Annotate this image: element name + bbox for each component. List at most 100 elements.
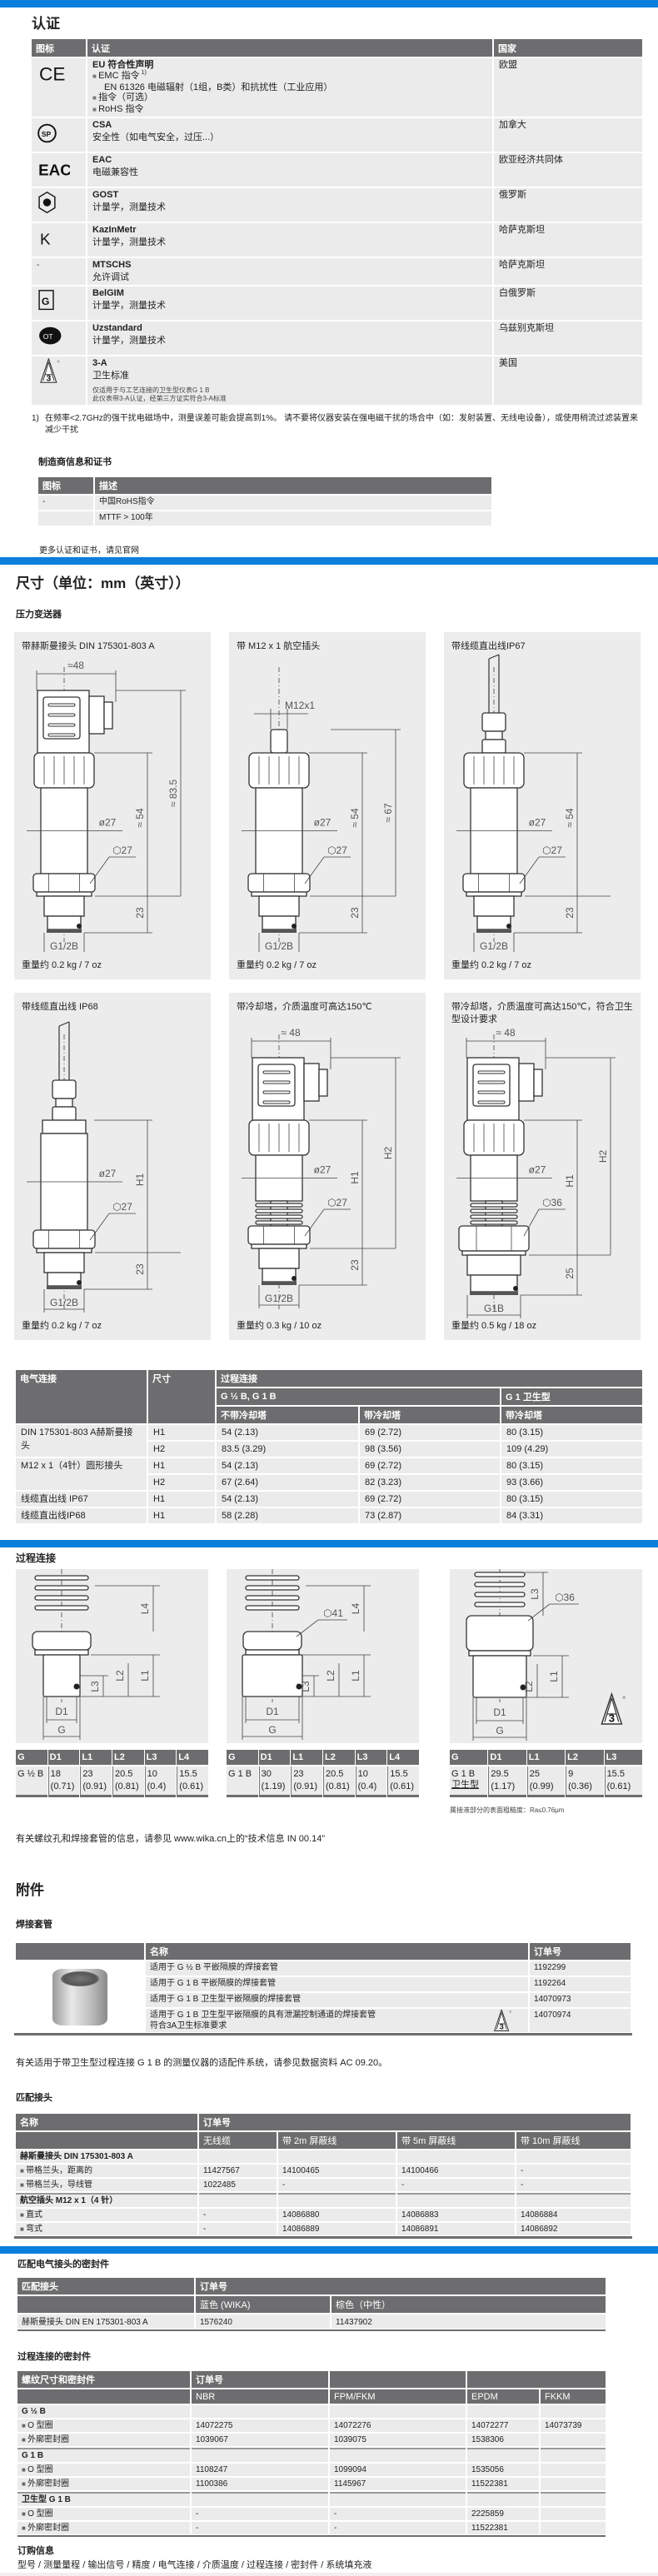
dimension-label: L3 <box>300 1681 312 1692</box>
connector-slot <box>47 733 76 737</box>
letter-a <box>496 2012 507 2030</box>
dimension-label: ≈ 54 <box>349 808 361 828</box>
dimension-label: G <box>57 1724 65 1736</box>
dimension-label: L2 <box>523 1681 535 1692</box>
hex-nut <box>247 873 311 893</box>
group-name: G 1 B <box>17 2448 190 2462</box>
connector-slot <box>477 1090 506 1094</box>
order-number: 14073739 <box>541 2419 606 2432</box>
dimension-label: L1 <box>350 1670 361 1682</box>
empty-cell <box>541 2448 606 2462</box>
cert-name: CSA <box>92 120 112 130</box>
dim-cell: 10(0.4) <box>355 1766 387 1797</box>
cable <box>488 654 500 713</box>
roughness-note: 属接液部分的表面粗糙度：Ra≤0.76μm <box>450 1806 565 1814</box>
col-electrical: 电气连接 <box>16 1370 147 1423</box>
dimension-label: D1 <box>493 1707 506 1718</box>
frame <box>38 290 54 311</box>
dimension-label: ø27 <box>314 817 331 829</box>
dimension-label: L3 <box>89 1681 101 1692</box>
hex-nut <box>32 1631 92 1651</box>
dimension-label: 23 <box>349 1259 361 1271</box>
gland-neck <box>55 1098 73 1108</box>
dimension-key: H2 <box>148 1442 215 1457</box>
csa-mark-icon: SP <box>37 123 57 143</box>
cert-icon-cell <box>32 188 86 222</box>
dimension-label: G1/2B <box>480 940 508 952</box>
seal-ring <box>245 1649 300 1656</box>
letter-a <box>604 1697 620 1722</box>
empty-cell <box>541 2492 606 2506</box>
order-number: 14070973 <box>530 1993 631 2007</box>
seal-ring <box>466 891 522 897</box>
order-number: 14086889 <box>278 2223 396 2235</box>
dimension-label: D1 <box>55 1706 68 1717</box>
section-divider <box>0 557 658 565</box>
cooling-fin <box>245 1605 300 1611</box>
o-ring-section <box>513 1286 518 1291</box>
cert-desc-cell: EU 符合性声明EMC 指令1)EN 61326 电磁辐射（1组，B类）和抗扰性… <box>87 58 492 117</box>
dimension-label: D1 <box>266 1706 279 1717</box>
cert-desc: 计量学，测量技术 <box>92 237 166 247</box>
seal-ring <box>36 891 92 897</box>
dimension-label: ≈ 48 <box>281 1027 301 1039</box>
seal-proc-title: 过程连接的密封件 <box>17 2352 91 2362</box>
o-ring-section <box>77 1280 82 1285</box>
footnote-mark: 1) <box>32 414 39 423</box>
col-no-cable: 无线缆 <box>199 2132 277 2149</box>
weight-label: 重量约 0.3 kg / 10 oz <box>237 1321 322 1331</box>
cert-desc: 计量学，测量技术 <box>92 301 166 311</box>
seal-ring <box>36 1248 92 1253</box>
col-image <box>16 1943 144 1960</box>
connector-slot <box>477 1070 506 1074</box>
gland-nut <box>52 1106 77 1121</box>
thread <box>472 1655 527 1698</box>
thread <box>43 895 85 917</box>
dimension-label: ø27 <box>314 1164 331 1176</box>
manufacturer-table: 图标描述 -中国RoHS指令 MTTF > 100年 <box>37 476 493 527</box>
connector-slot <box>477 1100 506 1104</box>
col-epdm: EPDM <box>467 2389 539 2404</box>
col-l2: L2 <box>112 1750 144 1765</box>
digit-3: 3 <box>500 2023 504 2031</box>
footnote-ref: 1) <box>141 70 147 77</box>
weld-name-cell: 适用于 G ½ B 平嵌隔膜的焊接套管 <box>146 1961 528 1976</box>
icon-cell: - <box>38 496 93 510</box>
mating-title: 匹配接头 <box>16 2093 52 2103</box>
connector-cell: 赫斯曼接头 DIN EN 175301-803 A <box>17 2314 194 2329</box>
thread <box>43 1252 85 1273</box>
empty-cell <box>278 2193 396 2207</box>
cert-item-text: RoHS 指令 <box>98 103 144 114</box>
process-info: 有关螺纹孔和焊接套管的信息，请参见 www.wika.cn上的“技术信息 IN … <box>16 1834 325 1844</box>
cert-icon-cell: G <box>32 286 86 320</box>
o-ring-section <box>292 924 297 929</box>
order-number <box>541 2522 606 2534</box>
hex-nut <box>32 873 96 893</box>
col-order: 订单号 <box>530 1943 631 1960</box>
leader-line <box>519 856 540 884</box>
cert-desc: 计量学，测量技术 <box>92 202 166 212</box>
leader-line <box>304 856 325 884</box>
dimension-label: ⬡36 <box>555 1592 575 1603</box>
cert-country: 欧盟 <box>494 58 642 117</box>
order-number: 14100466 <box>397 2165 515 2177</box>
col-blank <box>16 2132 197 2149</box>
cert-item-text: 指令（可选） <box>98 92 154 102</box>
hex-nut <box>242 1631 302 1651</box>
order-number: 1192299 <box>530 1961 631 1976</box>
dim-inch: (0.71) <box>50 1781 75 1791</box>
drawing-title: 带赫斯曼接头 DIN 175301-803 A <box>22 641 155 651</box>
col-icon: 图标 <box>32 39 86 57</box>
